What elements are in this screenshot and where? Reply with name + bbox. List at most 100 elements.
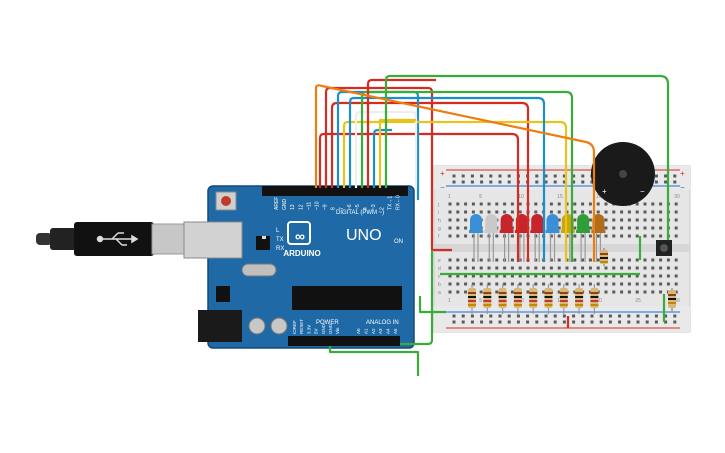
rail-hole[interactable] bbox=[480, 180, 484, 184]
rail-hole[interactable] bbox=[553, 180, 557, 184]
breadboard-hole[interactable] bbox=[596, 274, 600, 278]
breadboard-hole[interactable] bbox=[503, 210, 507, 214]
breadboard-hole[interactable] bbox=[635, 202, 639, 206]
breadboard-hole[interactable] bbox=[620, 274, 624, 278]
breadboard-hole[interactable] bbox=[596, 282, 600, 286]
breadboard-hole[interactable] bbox=[557, 266, 561, 270]
breadboard-hole[interactable] bbox=[549, 202, 553, 206]
breadboard-hole[interactable] bbox=[659, 266, 663, 270]
breadboard-hole[interactable] bbox=[581, 210, 585, 214]
breadboard-hole[interactable] bbox=[643, 234, 647, 238]
breadboard-hole[interactable] bbox=[596, 266, 600, 270]
wires[interactable] bbox=[314, 74, 670, 376]
breadboard-hole[interactable] bbox=[651, 234, 655, 238]
breadboard-hole[interactable] bbox=[651, 210, 655, 214]
rail-hole[interactable] bbox=[664, 174, 668, 178]
breadboard-hole[interactable] bbox=[620, 258, 624, 262]
resistor-buzzer[interactable] bbox=[600, 248, 608, 266]
breadboard-hole[interactable] bbox=[534, 274, 538, 278]
rail-hole[interactable] bbox=[562, 174, 566, 178]
breadboard-hole[interactable] bbox=[534, 202, 538, 206]
rail-hole[interactable] bbox=[618, 314, 622, 318]
breadboard-hole[interactable] bbox=[557, 218, 561, 222]
breadboard-hole[interactable] bbox=[557, 290, 561, 294]
breadboard-hole[interactable] bbox=[573, 218, 577, 222]
breadboard-hole[interactable] bbox=[581, 202, 585, 206]
breadboard-hole[interactable] bbox=[456, 234, 460, 238]
breadboard-hole[interactable] bbox=[518, 274, 522, 278]
breadboard-hole[interactable] bbox=[510, 274, 514, 278]
breadboard-hole[interactable] bbox=[464, 234, 468, 238]
resistor[interactable] bbox=[559, 284, 568, 314]
wire-red-pin9[interactable] bbox=[330, 101, 530, 262]
breadboard-hole[interactable] bbox=[503, 266, 507, 270]
breadboard-hole[interactable] bbox=[635, 226, 639, 230]
breadboard-hole[interactable] bbox=[627, 234, 631, 238]
rail-hole[interactable] bbox=[654, 314, 658, 318]
breadboard-hole[interactable] bbox=[557, 274, 561, 278]
breadboard-hole[interactable] bbox=[448, 202, 452, 206]
resistor-row[interactable] bbox=[468, 284, 599, 314]
rail-hole[interactable] bbox=[673, 174, 677, 178]
breadboard-hole[interactable] bbox=[542, 266, 546, 270]
breadboard-hole[interactable] bbox=[620, 266, 624, 270]
breadboard-hole[interactable] bbox=[573, 210, 577, 214]
rail-hole[interactable] bbox=[553, 320, 557, 324]
resistor[interactable] bbox=[529, 284, 538, 314]
breadboard-hole[interactable] bbox=[487, 274, 491, 278]
breadboard-hole[interactable] bbox=[518, 202, 522, 206]
resistor[interactable] bbox=[575, 284, 584, 314]
breadboard-hole[interactable] bbox=[604, 218, 608, 222]
wire-green-button[interactable] bbox=[384, 74, 670, 240]
breadboard-hole[interactable] bbox=[503, 282, 507, 286]
breadboard-hole[interactable] bbox=[612, 210, 616, 214]
breadboard-hole[interactable] bbox=[627, 290, 631, 294]
breadboard-hole[interactable] bbox=[526, 290, 530, 294]
rail-hole[interactable] bbox=[572, 320, 576, 324]
breadboard-hole[interactable] bbox=[659, 210, 663, 214]
rail-hole[interactable] bbox=[581, 174, 585, 178]
breadboard-hole[interactable] bbox=[581, 234, 585, 238]
breadboard-hole[interactable] bbox=[612, 274, 616, 278]
rail-hole[interactable] bbox=[553, 174, 557, 178]
rail-hole[interactable] bbox=[498, 314, 502, 318]
breadboard-hole[interactable] bbox=[643, 258, 647, 262]
rail-hole[interactable] bbox=[562, 180, 566, 184]
breadboard-hole[interactable] bbox=[542, 290, 546, 294]
breadboard-hole[interactable] bbox=[666, 282, 670, 286]
rail-hole[interactable] bbox=[627, 314, 631, 318]
breadboard-hole[interactable] bbox=[448, 210, 452, 214]
led-blue[interactable] bbox=[469, 214, 483, 262]
breadboard-hole[interactable] bbox=[518, 266, 522, 270]
breadboard-hole[interactable] bbox=[674, 258, 678, 262]
breadboard-hole[interactable] bbox=[464, 258, 468, 262]
breadboard-hole[interactable] bbox=[635, 274, 639, 278]
breadboard-hole[interactable] bbox=[471, 266, 475, 270]
breadboard-hole[interactable] bbox=[604, 274, 608, 278]
breadboard-hole[interactable] bbox=[464, 290, 468, 294]
breadboard-hole[interactable] bbox=[674, 266, 678, 270]
breadboard-hole[interactable] bbox=[651, 282, 655, 286]
breadboard-hole[interactable] bbox=[573, 202, 577, 206]
breadboard-hole[interactable] bbox=[456, 274, 460, 278]
breadboard-hole[interactable] bbox=[581, 274, 585, 278]
breadboard-hole[interactable] bbox=[635, 258, 639, 262]
breadboard-hole[interactable] bbox=[635, 282, 639, 286]
breadboard-hole[interactable] bbox=[549, 282, 553, 286]
breadboard-hole[interactable] bbox=[588, 234, 592, 238]
breadboard-hole[interactable] bbox=[479, 258, 483, 262]
breadboard-hole[interactable] bbox=[495, 282, 499, 286]
rail-hole[interactable] bbox=[489, 320, 493, 324]
breadboard-hole[interactable] bbox=[635, 210, 639, 214]
breadboard-hole[interactable] bbox=[549, 258, 553, 262]
breadboard-hole[interactable] bbox=[643, 226, 647, 230]
rail-hole[interactable] bbox=[498, 320, 502, 324]
power-analog-header[interactable] bbox=[288, 336, 400, 346]
rail-hole[interactable] bbox=[664, 320, 668, 324]
breadboard-hole[interactable] bbox=[627, 258, 631, 262]
breadboard-hole[interactable] bbox=[581, 282, 585, 286]
breadboard-hole[interactable] bbox=[612, 234, 616, 238]
rail-hole[interactable] bbox=[654, 174, 658, 178]
breadboard-hole[interactable] bbox=[456, 290, 460, 294]
breadboard-hole[interactable] bbox=[565, 282, 569, 286]
